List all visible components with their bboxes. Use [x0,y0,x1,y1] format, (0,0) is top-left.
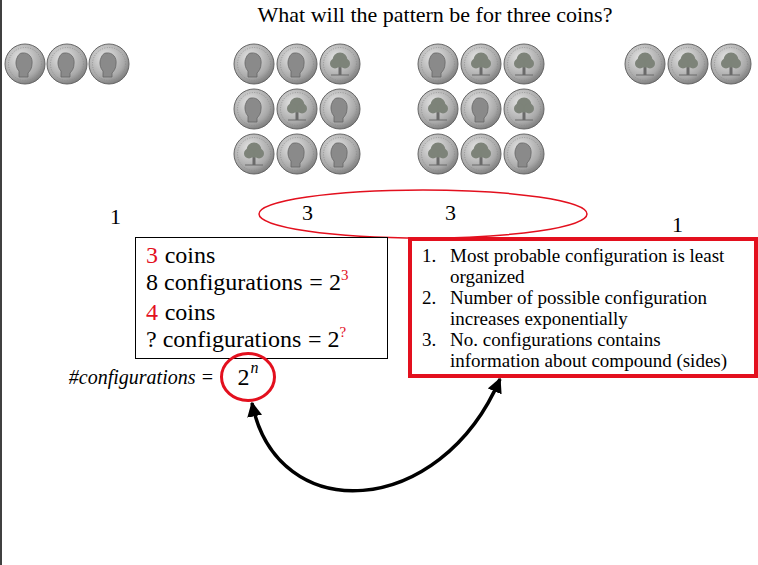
list-item: 2.Number of possible configuration incre… [420,287,748,329]
formula-text: #configurations = [69,364,214,390]
coin-tails [461,134,501,174]
coin-heads [461,89,501,129]
coin-tails [461,44,501,84]
exponent: 3 [341,267,349,283]
coin-tails [277,89,317,129]
line-text: coins [165,242,216,268]
frame-line [0,0,2,565]
line-text: = 2 [308,326,340,352]
line-text: = 2 [309,269,341,295]
coin-tails [504,89,544,129]
curved-arrow [252,379,500,491]
coin-tails [418,89,458,129]
coin-heads [5,44,45,84]
coin-heads [277,134,317,174]
list-item: 1.Most probable configuration is least o… [420,245,748,287]
coin-tails [711,44,751,84]
formula-term: 2n [220,352,276,402]
coin-heads [234,89,274,129]
count-number: 1 [672,212,683,238]
coin-heads [89,44,129,84]
text-lines: 3coins8 configurations= 234coins? config… [146,242,348,356]
coin-tails [625,44,665,84]
line-text: 3 [146,242,158,268]
text-line: 3 coins [146,242,348,269]
item-text: Most probable configuration is least org… [450,245,748,287]
highlight-ellipse [259,190,587,238]
highlight-circle [222,354,275,401]
line-text: 8 configurations [146,269,303,295]
text-line: 4 coins [146,299,348,326]
coin-tails [320,44,360,84]
term-circle: 2n [220,352,276,402]
text-line: ? configurations = 2? [146,326,348,356]
text-line: 8 configurations= 23 [146,269,348,299]
coin-heads [47,44,87,84]
coin-tails [418,134,458,174]
coin-heads [277,44,317,84]
coin-tails [504,44,544,84]
count-number: 3 [302,202,313,224]
coin-heads [418,44,458,84]
coin-heads [320,89,360,129]
slide-title: What will the pattern be for three coins… [110,2,758,28]
ring-highlight: 33 [258,189,588,239]
count-number: 3 [445,202,456,224]
line-text: ? configurations [146,326,301,352]
coin-heads [504,134,544,174]
exponent: ? [340,324,347,340]
text-box: 3coins8 configurations= 234coins? config… [135,237,388,359]
coin-tails [234,134,274,174]
item-text: Number of possible configuration increas… [450,287,748,329]
formula-base: 2 [238,364,250,390]
coin-heads [320,134,360,174]
item-number: 2. [420,287,450,308]
item-text: No. configurations contains information … [450,329,748,371]
list-item: 3.No. configurations contains informatio… [420,329,748,371]
coin-tails [668,44,708,84]
formula-exponent: n [251,359,259,377]
item-number: 1. [420,245,450,266]
count-number: 1 [110,204,121,230]
line-text: coins [165,299,216,325]
line-text: 4 [146,299,158,325]
coin-heads [234,44,274,84]
note-box: 1.Most probable configuration is least o… [408,237,758,378]
item-number: 3. [420,329,450,350]
